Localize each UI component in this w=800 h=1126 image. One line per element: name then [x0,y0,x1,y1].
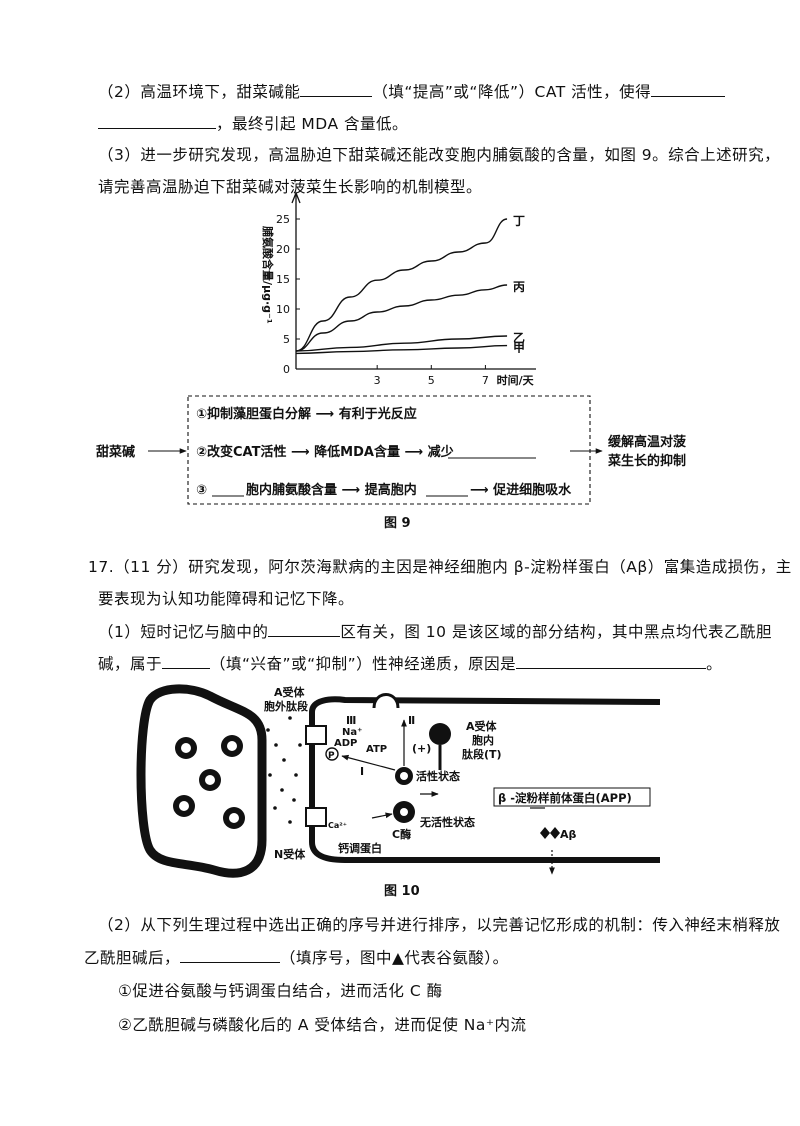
adp-label: ADP [334,738,357,749]
active-state-label: 活性状态 [416,769,460,783]
q17-p2-line2: 乙酰胆碱后， （填序号，图中▲代表谷氨酸）。 [84,946,509,969]
q17-line2: 要表现为认知功能障碍和记忆下降。 [98,590,355,608]
n-receptor [305,807,327,827]
app-box [493,787,651,807]
q17-p2-a: 乙酰胆碱后， [84,949,181,967]
q17-p1-line1: （1）短时记忆与脑中的 区有关，图 10 是该区域的部分结构，其中黑点均代表乙酰胆 [98,620,772,643]
postsynaptic-membrane-bottom [309,712,660,863]
model-right-line2: 菜生长的抑制 [607,453,686,469]
app-label: β -淀粉样前体蛋白(APP) [498,791,632,805]
postsynaptic-membrane-top [309,696,661,713]
a-receptor-inner [429,723,451,745]
model-right-line1: 缓解高温对菠 [608,434,687,450]
option-2: ②乙酰胆碱与磷酸化后的 A 受体结合，进而促使 Na⁺内流 [118,1016,527,1034]
model-row2: ②改变CAT活性 ⟶ 降低MDA含量 ⟶ 减少 [196,444,454,460]
roman-1: Ⅰ [360,765,364,778]
model-left-label: 甜菜碱 [96,444,135,460]
q17-line1: 17.（11 分）研究发现，阿尔茨海默病的主因是神经细胞内 β-淀粉样蛋白（Aβ… [88,558,792,576]
q16-p2-prefix: （2）高温环境下，甜菜碱能 [98,83,301,101]
abeta-label: Aβ [560,828,577,841]
answer-blank-1[interactable] [300,80,373,97]
q17-p2-b: （填序号，图中▲代表谷氨酸）。 [280,949,509,967]
option-1: ①促进谷氨酸与钙调蛋白结合，进而活化 C 酶 [118,982,443,1000]
q17-p1-line2: 碱，属于 （填“兴奋”或“抑制”）性神经递质，原因是 。 [98,652,722,675]
a-receptor-inner-label-2: 胞内 [472,733,494,747]
calmodulin-label: 钙调蛋白 [338,841,382,855]
q17-p1-b: 区有关，图 10 是该区域的部分结构，其中黑点均代表乙酰胆 [340,623,772,641]
roman-3: Ⅲ [346,714,356,727]
q16-p2-mid: （填“提高”或“降低”）CAT 活性，使得 [372,83,652,101]
q17-p1-d: （填“兴奋”或“抑制”）性神经递质，原因是 [210,655,517,673]
figure-10-caption: 图 10 [384,884,420,899]
inactive-state-label: 无活性状态 [419,815,475,829]
q16-p2-line1: （2）高温环境下，甜菜碱能 （填“提高”或“降低”）CAT 活性，使得 [98,80,726,103]
q17-p1-e: 。 [706,655,723,673]
q17-p1-a: （1）短时记忆与脑中的 [98,623,269,641]
synaptic-vesicles [173,735,245,829]
answer-blank-3[interactable] [98,112,216,129]
answer-blank-6[interactable] [516,652,707,669]
a-receptor [305,725,327,745]
model-row1: ①抑制藻胆蛋白分解 ⟶ 有利于光反应 [196,406,417,422]
q16-p2-end: ，最终引起 MDA 含量低。 [216,115,408,133]
answer-blank-4[interactable] [268,620,341,637]
abeta-cluster-icon [540,827,560,839]
model-dashed-box [187,395,591,505]
plus-label: (+) [412,742,431,755]
na-label: Na⁺ [342,727,362,738]
roman-2: Ⅱ [408,714,415,727]
phosphate-circle [325,747,339,761]
q17-p1-c: 碱，属于 [98,655,163,673]
q16-p2-line2: ，最终引起 MDA 含量低。 [98,112,408,135]
p-label: P [328,751,335,761]
model-row3-a: ③ [196,483,207,498]
q17-p2-line1: （2）从下列生理过程中选出正确的序号并进行排序，以完善记忆形成的机制：传入神经末… [98,916,781,934]
q16-p3-line1: （3）进一步研究发现，高温胁迫下甜菜碱还能改变胞内脯氨酸的含量，如图 9。综合上… [98,146,781,164]
model-row3-b: 胞内脯氨酸含量 ⟶ 提高胞内 [245,482,417,498]
acetylcholine-dots [262,716,302,824]
q16-p3-line2: 请完善高温胁迫下甜菜碱对菠菜生长影响的机制模型。 [98,178,483,196]
ca-label: Ca²⁺ [328,821,347,830]
n-receptor-label: N受体 [274,847,306,861]
a-receptor-outer-label-2: 胞外肽段 [264,699,308,713]
top-channel [372,693,400,709]
a-receptor-inner-label-1: A受体 [466,719,498,733]
answer-blank-2[interactable] [651,80,726,97]
a-receptor-outer-label-1: A受体 [274,685,306,699]
model-row3-c: ⟶ 促进细胞吸水 [470,482,572,498]
answer-blank-7[interactable] [180,946,281,963]
c-enzyme-label: C酶 [392,827,411,841]
atp-label: ATP [366,744,387,755]
a-receptor-inner-label-3: 肽段(T) [462,747,502,761]
figure-9-caption: 图 9 [384,516,411,531]
answer-blank-5[interactable] [162,652,211,669]
